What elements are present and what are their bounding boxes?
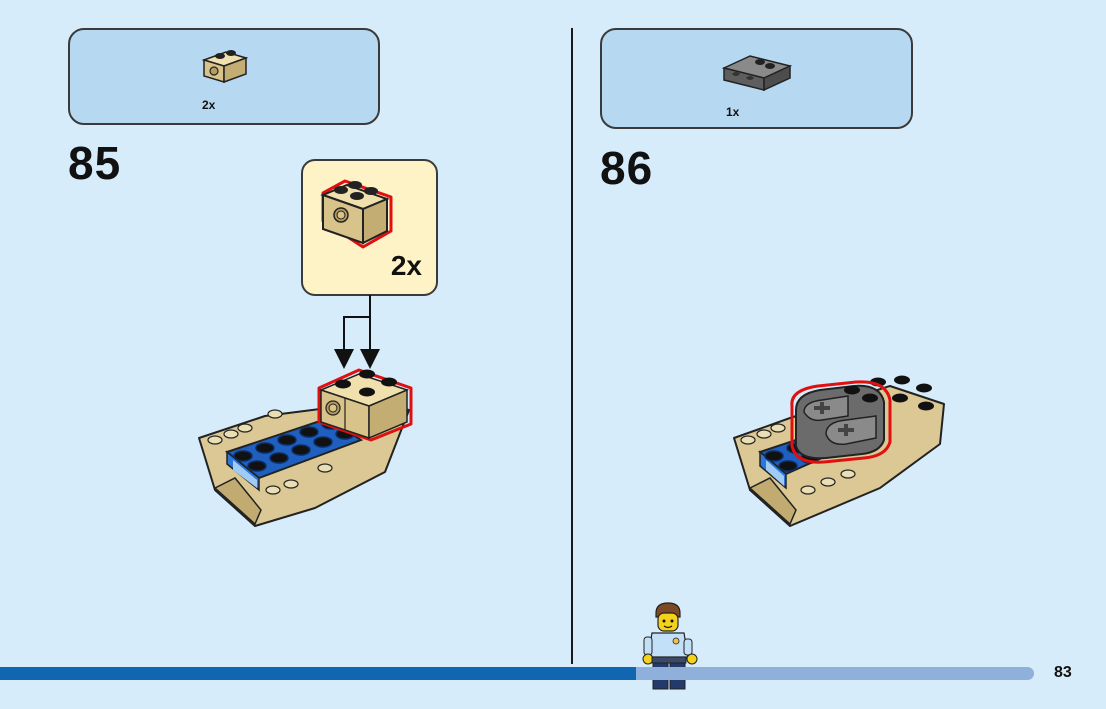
model-step-86 bbox=[733, 375, 945, 527]
dark-gray-technic-connector-icon bbox=[721, 55, 793, 92]
page-number: 83 bbox=[1054, 664, 1072, 681]
parts-list-step-85: 2x bbox=[68, 28, 380, 125]
tan-technic-brick-icon bbox=[201, 50, 249, 84]
progress-bar-completed bbox=[0, 667, 636, 680]
tan-technic-brick-icon bbox=[320, 179, 393, 249]
placement-arrows bbox=[334, 295, 380, 369]
parts-list-step-86: 1x bbox=[600, 28, 913, 129]
step-number: 85 bbox=[68, 137, 122, 189]
model-step-85 bbox=[198, 368, 413, 527]
part-quantity: 2x bbox=[202, 98, 216, 112]
progress-bar-remaining bbox=[636, 667, 1034, 680]
part-quantity: 1x bbox=[726, 105, 740, 119]
step-divider bbox=[571, 28, 573, 664]
subassembly-callout: 2x bbox=[301, 159, 438, 296]
step-number: 86 bbox=[600, 142, 654, 194]
callout-quantity: 2x bbox=[390, 250, 422, 281]
